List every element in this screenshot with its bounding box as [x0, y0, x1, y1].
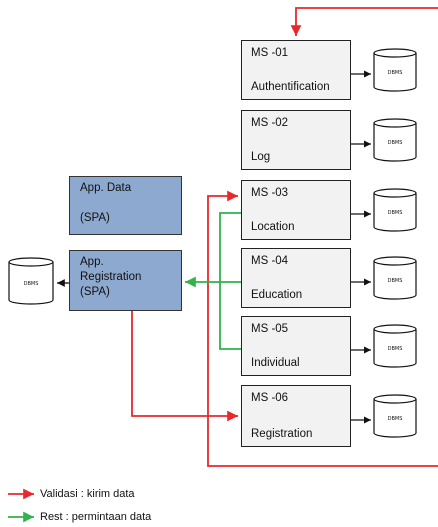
app-registration-subtitle: Registration — [80, 271, 142, 283]
dbms-label: DBMS — [388, 416, 403, 422]
ms-01-name: Authentification — [251, 81, 330, 93]
dbms-label: DBMS — [388, 210, 403, 216]
ms-02-code: MS -02 — [251, 117, 289, 129]
red-registration-connector — [131, 311, 238, 422]
ms-01-dbms: DBMS — [373, 48, 417, 92]
dbms-label: DBMS — [388, 140, 403, 146]
app-registration-title: App. — [80, 256, 104, 268]
ms-06-name: Registration — [251, 428, 313, 440]
app-data-title: App. Data — [80, 182, 132, 194]
legend-red-label: Validasi : kirim data — [40, 488, 135, 500]
dbms-label: DBMS — [388, 278, 403, 284]
app-registration-dbms: DBMS — [8, 257, 54, 305]
ms-06-dbms: DBMS — [373, 394, 417, 438]
app-registration-box: App. Registration (SPA) — [69, 250, 182, 311]
ms-04-box: MS -04 Education — [241, 248, 351, 308]
dbms-label: DBMS — [24, 281, 39, 287]
dbms-label: DBMS — [388, 346, 403, 352]
ms-05-box: MS -05 Individual — [241, 316, 351, 376]
dbms-group: DBMS DBMS DBMS DBMS DBMS DBMS DBMS — [8, 48, 417, 438]
green-location-connector — [219, 212, 241, 282]
ms-01-box: MS -01 Authentification — [241, 40, 351, 100]
ms-06-box: MS -06 Registration — [241, 385, 351, 447]
ms-05-code: MS -05 — [251, 323, 289, 335]
ms-05-name: Individual — [251, 357, 300, 369]
ms-04-dbms: DBMS — [373, 256, 417, 300]
ms-03-name: Location — [251, 221, 295, 233]
app-data-type: (SPA) — [80, 212, 110, 224]
service-dbms-connectors — [351, 70, 371, 424]
ms-02-name: Log — [251, 151, 271, 163]
legend-green-label: Rest : permintaan data — [40, 511, 152, 523]
ms-05-dbms: DBMS — [373, 324, 417, 368]
ms-04-name: Education — [251, 289, 303, 301]
app-data-box: App. Data (SPA) — [69, 176, 182, 235]
ms-02-dbms: DBMS — [373, 118, 417, 162]
ms-03-dbms: DBMS — [373, 188, 417, 232]
ms-02-box: MS -02 Log — [241, 110, 351, 170]
ms-01-code: MS -01 — [251, 47, 289, 59]
ms-03-code: MS -03 — [251, 187, 289, 199]
ms-03-box: MS -03 Location — [241, 180, 351, 240]
red-validation-bus — [207, 190, 438, 467]
app-registration-type: (SPA) — [80, 286, 110, 298]
red-top-connector — [290, 7, 438, 36]
ms-04-code: MS -04 — [251, 255, 289, 267]
dbms-label: DBMS — [388, 70, 403, 76]
ms-06-code: MS -06 — [251, 392, 289, 404]
green-individual-connector — [219, 282, 241, 350]
